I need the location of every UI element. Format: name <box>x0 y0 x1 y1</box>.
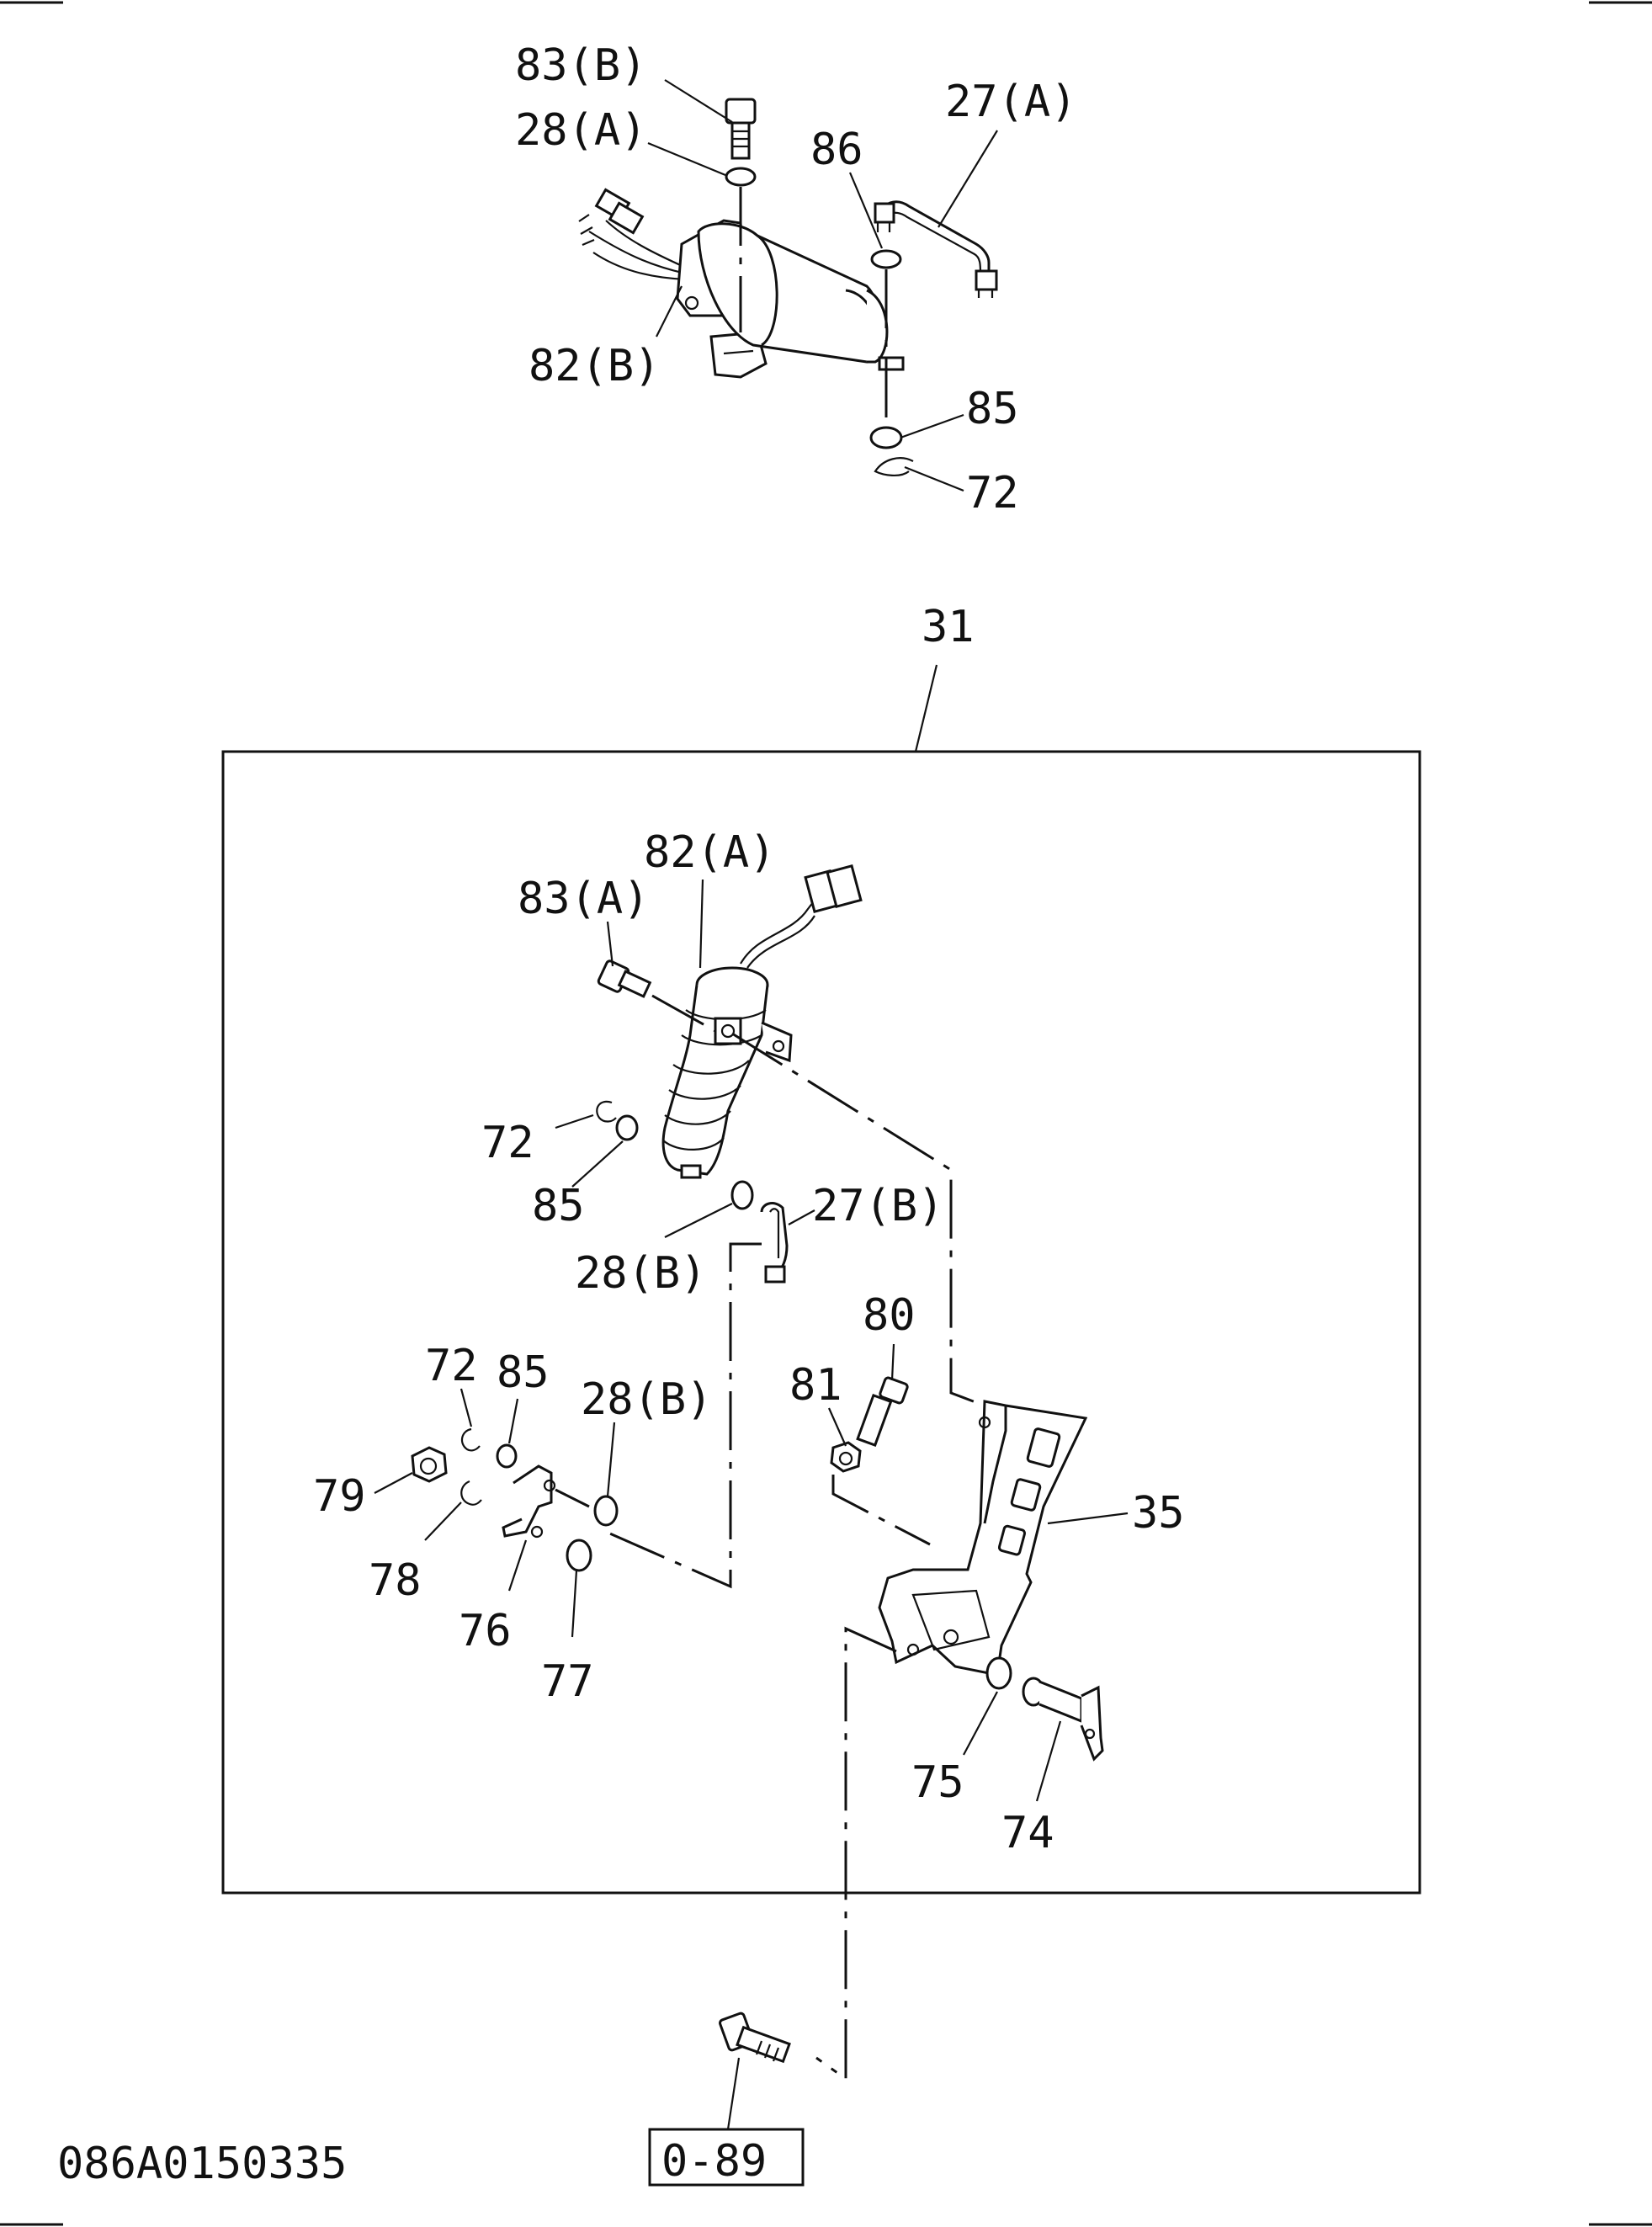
top-assembly: 83(B) 28(A) 27(A) 86 82(B) 85 72 <box>515 40 1077 518</box>
callout-83B: 83(B) <box>515 40 647 91</box>
inner-assembly: 72 85 27(B) 28(B) 80 81 <box>313 827 1185 2081</box>
bolt-icon <box>597 959 652 998</box>
callout-79: 79 <box>313 1471 366 1522</box>
callout-72-a: 72 <box>481 1118 534 1168</box>
snap-ring-icon <box>874 457 914 476</box>
figure-code: 086A0150335 <box>57 2139 347 2189</box>
nut-icon <box>830 1441 862 1473</box>
pedal-shaft-74-icon <box>1022 1677 1104 1762</box>
reference-box[interactable] <box>648 2128 805 2187</box>
callout-27B: 27(B) <box>812 1181 944 1231</box>
callout-85-b: 85 <box>497 1347 550 1398</box>
reference-box-label[interactable]: 0-89 <box>661 2136 767 2187</box>
callout-78: 78 <box>369 1555 422 1606</box>
solenoid-82A-icon <box>661 864 863 1179</box>
bracket-35-icon <box>878 1400 1088 1677</box>
callout-82A: 82(A) <box>644 827 776 878</box>
callout-28B-a: 28(B) <box>575 1248 707 1299</box>
callout-74: 74 <box>1001 1808 1054 1858</box>
callout-82B: 82(B) <box>529 341 661 391</box>
callout-28A: 28(A) <box>515 105 647 156</box>
callout-86: 86 <box>810 125 863 175</box>
callout-27A: 27(A) <box>945 77 1077 127</box>
bolt-icon <box>725 98 757 160</box>
callout-35: 35 <box>1132 1488 1185 1539</box>
bolt-icon <box>856 1376 909 1447</box>
bolt-icon <box>719 2012 791 2064</box>
callout-83A: 83(A) <box>518 874 650 924</box>
callout-85-top: 85 <box>966 384 1019 434</box>
callout-85-a: 85 <box>532 1181 585 1231</box>
callout-77: 77 <box>541 1656 594 1707</box>
callout-31: 31 <box>922 602 975 652</box>
callout-72-b: 72 <box>425 1341 478 1391</box>
callout-72-top: 72 <box>966 468 1019 518</box>
callout-80: 80 <box>863 1290 916 1341</box>
bracket-76-icon <box>502 1464 556 1539</box>
nut-icon <box>411 1446 448 1483</box>
callout-76: 76 <box>459 1606 512 1656</box>
solenoid-82B-icon <box>578 188 905 379</box>
tube-27A-icon <box>874 200 998 298</box>
bottom-reference: 0-89 086A0150335 <box>57 2012 805 2189</box>
callout-28B-b: 28(B) <box>581 1374 713 1425</box>
assembly-31-frame: 31 <box>221 602 1421 1895</box>
callout-81: 81 <box>789 1360 842 1411</box>
callout-75: 75 <box>911 1757 964 1808</box>
washer-icon <box>725 167 757 187</box>
